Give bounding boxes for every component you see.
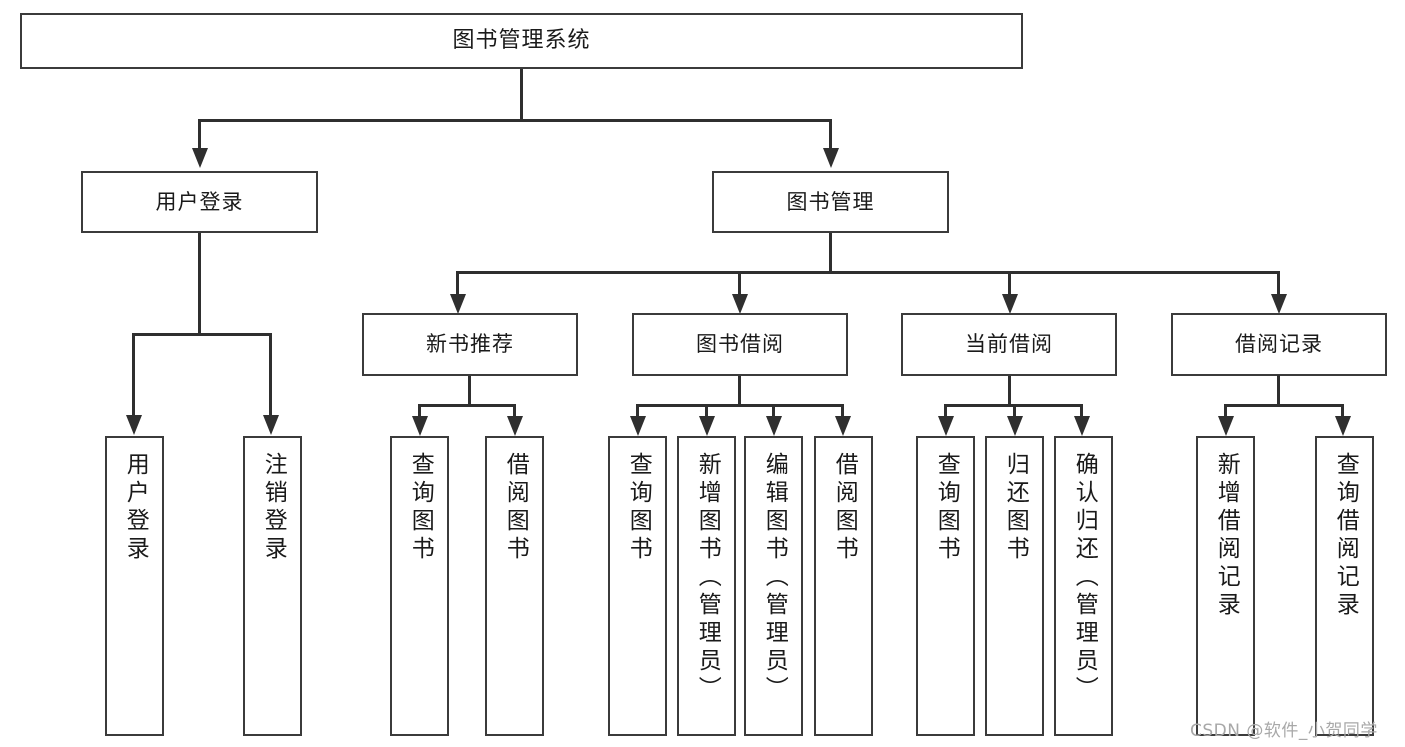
node-label: 新增借阅记录 [1213, 452, 1240, 620]
node-label: 借阅图书 [502, 452, 529, 564]
arrowhead-bookmgmt-to-newbooks [450, 294, 466, 314]
leaf-add-book-admin[interactable]: 新增图书（管理员） [677, 436, 736, 736]
leaf-edit-book-admin[interactable]: 编辑图书（管理员） [744, 436, 803, 736]
node-label: 借阅图书 [831, 452, 858, 564]
connector-records-bus [1224, 404, 1344, 407]
arrowhead-bookmgmt-to-records [1271, 294, 1287, 314]
node-label: 图书管理系统 [452, 28, 591, 54]
leaf-query-books-newbooks[interactable]: 查询图书 [390, 436, 449, 736]
connector-borrow-to-leaf3 [772, 404, 775, 418]
connector-root-to-bookmgmt [829, 119, 832, 149]
arrowhead-borrow-to-leaf1 [630, 416, 646, 436]
leaf-query-borrow-record[interactable]: 查询借阅记录 [1315, 436, 1374, 736]
connector-current-to-leaf1 [944, 404, 947, 418]
connector-bookmgmt-to-borrow [738, 271, 741, 296]
node-borrow-records[interactable]: 借阅记录 [1171, 313, 1387, 376]
node-label: 查询图书 [407, 452, 434, 564]
connector-root-stem [520, 69, 523, 120]
connector-records-to-leaf1 [1224, 404, 1227, 418]
leaf-return-book[interactable]: 归还图书 [985, 436, 1044, 736]
connector-current-to-leaf3 [1080, 404, 1083, 418]
arrowhead-records-to-leaf2 [1335, 416, 1351, 436]
connector-login-to-leaf1 [132, 333, 135, 416]
connector-newbooks-to-leaf2 [513, 404, 516, 418]
arrowhead-login-to-leaf1 [126, 415, 142, 435]
node-label: 用户登录 [155, 189, 244, 214]
node-book-management[interactable]: 图书管理 [712, 171, 949, 233]
node-label: 查询借阅记录 [1332, 452, 1359, 620]
node-new-book-recommend[interactable]: 新书推荐 [362, 313, 578, 376]
arrowhead-borrow-to-leaf4 [835, 416, 851, 436]
arrowhead-bookmgmt-to-borrow [732, 294, 748, 314]
node-label: 查询图书 [933, 452, 960, 564]
arrowhead-login-to-leaf2 [263, 415, 279, 435]
arrowhead-current-to-leaf3 [1074, 416, 1090, 436]
leaf-borrow-books-newbooks[interactable]: 借阅图书 [485, 436, 544, 736]
connector-newbooks-bus [418, 404, 516, 407]
connector-login-to-leaf2 [269, 333, 272, 416]
arrowhead-newbooks-to-leaf2 [507, 416, 523, 436]
leaf-borrow-book[interactable]: 借阅图书 [814, 436, 873, 736]
connector-current-stem [1008, 376, 1011, 406]
node-user-login[interactable]: 用户登录 [81, 171, 318, 233]
connector-borrow-bus [636, 404, 844, 407]
arrowhead-root-to-login [192, 148, 208, 168]
connector-bookmgmt-to-current [1008, 271, 1011, 296]
leaf-user-login[interactable]: 用户登录 [105, 436, 164, 736]
arrowhead-root-to-bookmgmt [823, 148, 839, 168]
arrowhead-current-to-leaf1 [938, 416, 954, 436]
connector-bookmgmt-to-newbooks [456, 271, 459, 296]
connector-borrow-to-leaf4 [841, 404, 844, 418]
node-label: 注销登录 [260, 452, 287, 564]
connector-newbooks-to-leaf1 [418, 404, 421, 418]
node-book-borrow[interactable]: 图书借阅 [632, 313, 848, 376]
connector-bookmgmt-stem [829, 233, 832, 273]
connector-newbooks-stem [468, 376, 471, 406]
arrowhead-borrow-to-leaf2 [699, 416, 715, 436]
arrowhead-current-to-leaf2 [1007, 416, 1023, 436]
node-root-system[interactable]: 图书管理系统 [20, 13, 1023, 69]
connector-root-to-login [198, 119, 201, 149]
node-label: 新增图书（管理员） [694, 452, 721, 704]
connector-records-to-leaf2 [1341, 404, 1344, 418]
connector-bookmgmt-to-records [1277, 271, 1280, 296]
leaf-confirm-return-admin[interactable]: 确认归还（管理员） [1054, 436, 1113, 736]
node-label: 归还图书 [1002, 452, 1029, 564]
node-label: 新书推荐 [426, 332, 514, 357]
connector-current-to-leaf2 [1013, 404, 1016, 418]
arrowhead-borrow-to-leaf3 [766, 416, 782, 436]
connector-borrow-to-leaf2 [705, 404, 708, 418]
node-current-borrow[interactable]: 当前借阅 [901, 313, 1117, 376]
arrowhead-records-to-leaf1 [1218, 416, 1234, 436]
arrowhead-newbooks-to-leaf1 [412, 416, 428, 436]
leaf-add-borrow-record[interactable]: 新增借阅记录 [1196, 436, 1255, 736]
arrowhead-bookmgmt-to-current [1002, 294, 1018, 314]
connector-root-bus [198, 119, 832, 122]
leaf-logout[interactable]: 注销登录 [243, 436, 302, 736]
node-label: 图书管理 [786, 189, 875, 214]
connector-borrow-to-leaf1 [636, 404, 639, 418]
node-label: 图书借阅 [696, 332, 784, 357]
leaf-query-books-current[interactable]: 查询图书 [916, 436, 975, 736]
node-label: 借阅记录 [1235, 332, 1323, 357]
node-label: 编辑图书（管理员） [761, 452, 788, 704]
node-label: 当前借阅 [965, 332, 1053, 357]
connector-login-bus [132, 333, 271, 336]
leaf-query-books-borrow[interactable]: 查询图书 [608, 436, 667, 736]
connector-bookmgmt-bus [456, 271, 1280, 274]
connector-borrow-stem [738, 376, 741, 406]
node-label: 确认归还（管理员） [1071, 452, 1098, 704]
node-label: 查询图书 [625, 452, 652, 564]
connector-login-stem [198, 233, 201, 334]
node-label: 用户登录 [122, 452, 149, 564]
connector-records-stem [1277, 375, 1280, 406]
